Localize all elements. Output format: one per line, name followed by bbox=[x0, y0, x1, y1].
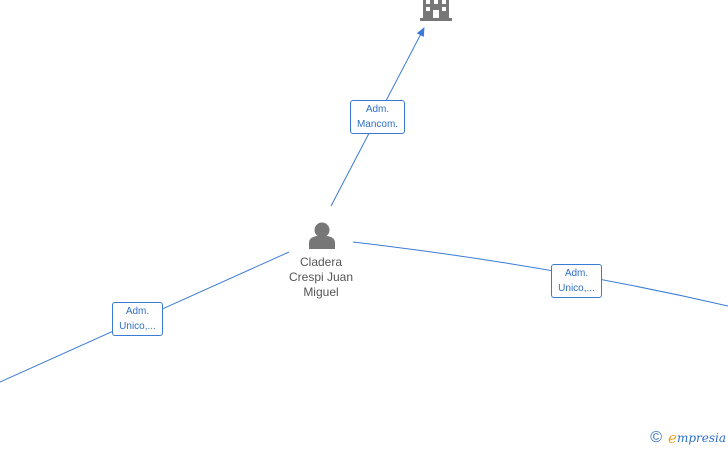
brand-initial: e bbox=[668, 429, 677, 447]
empresia-watermark: © e mpresia bbox=[650, 429, 726, 447]
edge-label-to-right[interactable]: Adm. Unico,... bbox=[551, 264, 602, 298]
person-name-line: Crespi Juan bbox=[288, 270, 354, 284]
person-name-label[interactable]: Cladera Crespi Juan Miguel bbox=[280, 255, 362, 300]
edge-label-to-company[interactable]: Adm. Mancom. bbox=[350, 100, 405, 134]
brand-name: mpresia bbox=[676, 431, 726, 445]
edge-label-line: Mancom. bbox=[356, 119, 399, 130]
person-name-line: Miguel bbox=[303, 285, 339, 299]
edge-label-line: Adm. bbox=[365, 104, 390, 115]
person-icon[interactable] bbox=[309, 222, 335, 250]
copyright-icon: © bbox=[650, 429, 663, 446]
edge-label-line: Unico,... bbox=[119, 321, 156, 332]
edge-label-line: Unico,... bbox=[558, 283, 595, 294]
building-icon[interactable] bbox=[420, 0, 452, 21]
person-name-line: Cladera bbox=[299, 255, 343, 269]
edge-label-line: Adm. bbox=[125, 306, 150, 317]
edge-to-right bbox=[352, 241, 728, 307]
edge-label-to-left[interactable]: Adm. Unico,... bbox=[112, 302, 163, 336]
edge-label-line: Adm. bbox=[564, 268, 589, 279]
